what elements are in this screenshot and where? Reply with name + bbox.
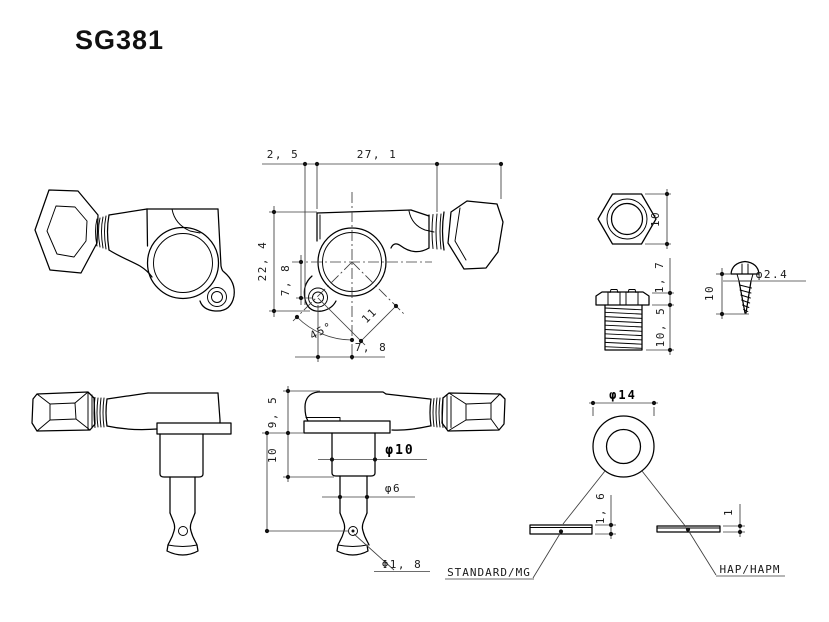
string-hole [178,526,188,536]
knob-outline [447,200,504,270]
threaded-boss [159,433,204,478]
bushing-view: 1, 7 10, 5 [595,258,674,355]
dim-hole-distance-label: 11 [359,305,380,326]
dim-thickness-hap-label: 1 [722,508,735,516]
label-hap-hapm: HAP/HAPM [720,563,781,576]
dim-screw-length-label: 10 [703,285,716,301]
screw-threads [739,284,752,312]
threaded-boss-dim [331,432,376,477]
tuner-button-outline [34,189,99,274]
page-title: SG381 [75,25,164,55]
button-edge-outline-right [441,392,506,432]
front-view: 2, 5 27, 1 22, 4 7, 8 45° 11 7, 8 [256,148,504,362]
dim-nut-across-flats-label: 10 [649,211,662,227]
mounting-ear [199,271,235,312]
screw-hole-front [312,291,324,304]
washer-outer-circle [592,415,655,478]
washer-view: φ14 STANDARD/MG 1, 6 HAP/HAPM 1 [445,388,785,580]
screw-hole [211,291,223,303]
base-plate-dim [303,420,391,434]
dim-screw-diameter-label: φ2.4 [756,268,789,281]
dim-boss-diameter-label: φ10 [385,443,414,458]
hex-nut-view: 10 [597,189,671,249]
dim-post-diameter-label: φ6 [385,482,401,495]
dim-overall-height-label: 22, 4 [256,241,269,282]
dim-hole-drop-label: 7, 8 [279,264,292,297]
label-standard-mg: STANDARD/MG [447,566,531,579]
tuner-button-facet [46,205,88,258]
bushing-thread-body [604,304,643,351]
screw-shank [738,280,746,314]
screw-hole-ring [207,287,227,307]
washer-standard-side [529,524,593,535]
washer-inner-circle [605,428,642,465]
dim-hole-angle-label: 45° [308,319,336,342]
dim-flange-height-label: 1, 7 [653,261,666,294]
side-view-left [31,391,232,556]
knob-collar [441,211,445,251]
gear-cover-circle [146,226,220,300]
washer-hap-side [656,525,721,533]
side-view-dimensioned: 9, 5 10 φ10 φ6 Φ1, 8 [262,386,506,572]
screw-view: φ2.4 10 [703,260,806,319]
bushing-flange [595,291,650,306]
button-collar [106,214,110,251]
dim-boss-length-label: 10 [266,447,279,463]
hex-nut-outline [597,193,657,245]
dim-plate-offset-label: 2, 5 [267,148,300,161]
pictorial-view-top-left [34,189,235,312]
dim-thread-length-label: 10, 5 [654,307,667,348]
screw-head [730,260,760,275]
dim-housing-height-label: 9, 5 [266,396,279,429]
dim-overall-width-label: 27, 1 [357,148,398,161]
thread-lines [604,307,643,349]
dim-hole-offset-x-label: 7, 8 [355,341,388,354]
dim-string-hole-label: Φ1, 8 [382,558,423,571]
dim-washer-diameter-label: φ14 [609,388,637,402]
base-plate [156,422,232,435]
dim-thickness-standard-label: 1, 6 [594,492,607,525]
